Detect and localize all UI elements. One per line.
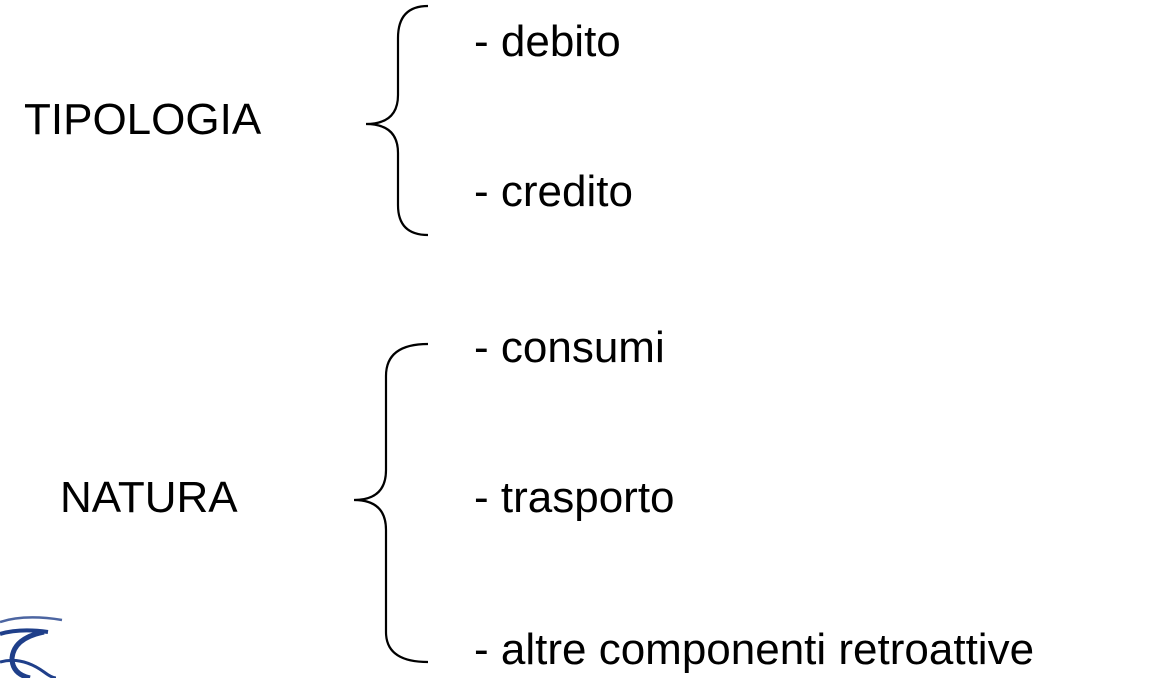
tipologia-brace xyxy=(365,4,429,237)
natura-item-consumi: - consumi xyxy=(474,323,665,372)
tipologia-item-debito: - debito xyxy=(474,17,621,66)
logo-icon xyxy=(0,616,63,678)
tipologia-heading: TIPOLOGIA xyxy=(24,95,262,144)
tipologia-item-credito: - credito xyxy=(474,167,633,216)
natura-item-trasporto: - trasporto xyxy=(474,473,675,522)
natura-brace xyxy=(353,342,429,664)
natura-item-altre-componenti: - altre componenti retroattive xyxy=(474,625,1035,674)
natura-heading: NATURA xyxy=(60,473,238,522)
